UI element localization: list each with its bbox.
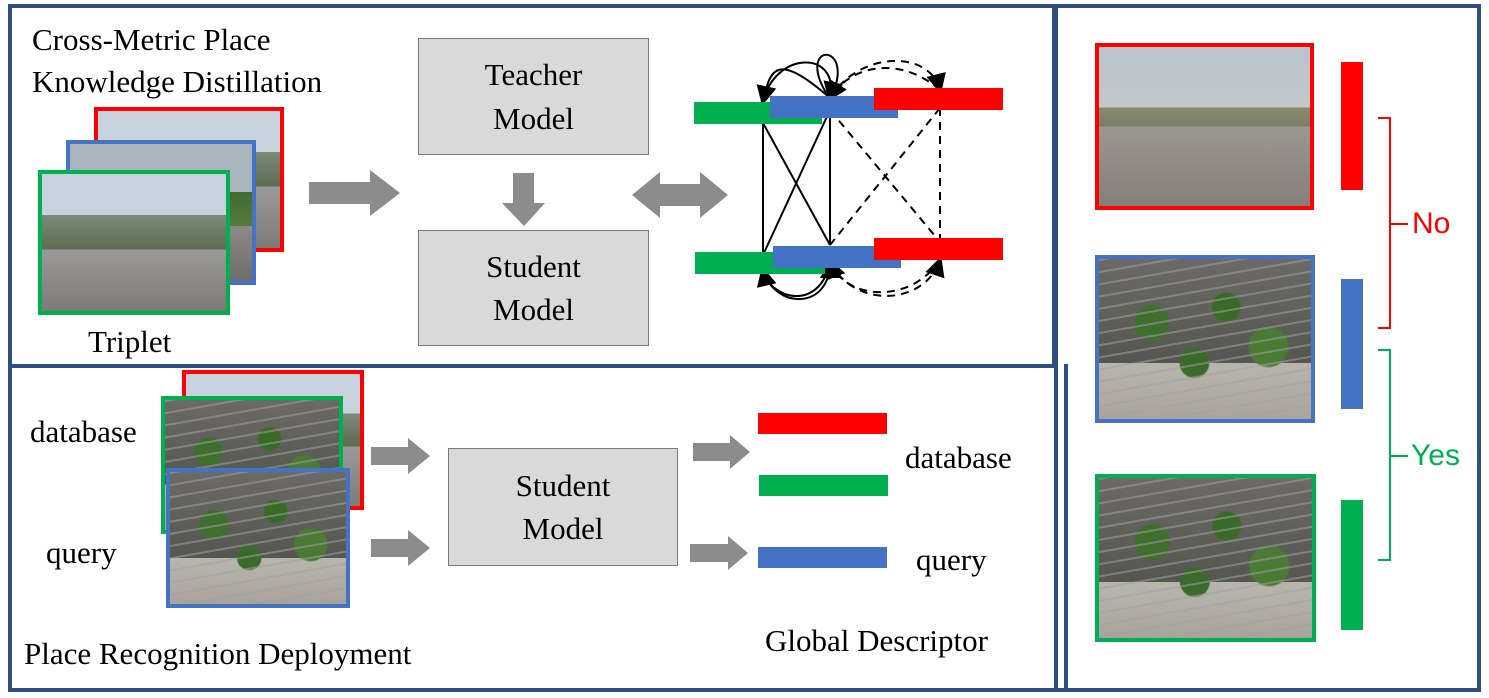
- no-label: No: [1412, 207, 1451, 240]
- comparison-brackets: [1378, 117, 1408, 561]
- deployment-arrows: [371, 435, 750, 570]
- distillation-title-line2: Knowledge Distillation: [32, 64, 323, 99]
- deployment-panel: [8, 364, 1068, 692]
- distillation-title-line1: Cross-Metric Place: [32, 22, 271, 57]
- triplet-label: Triplet: [88, 324, 172, 359]
- student-anchor-descriptor: [773, 246, 901, 268]
- database-to-student-arrow: [371, 438, 430, 474]
- query-output-label: query: [916, 542, 987, 577]
- yes-label: Yes: [1411, 439, 1460, 472]
- yes-bracket: [1378, 349, 1408, 561]
- positive-wall-image: [1095, 474, 1316, 642]
- global-descriptor-label: Global Descriptor: [765, 623, 988, 658]
- database-output-label: database: [905, 440, 1012, 475]
- student-to-database-arrow: [693, 435, 750, 469]
- model-descriptor-double-arrow: [632, 172, 728, 218]
- query-input-label: query: [46, 535, 117, 570]
- comparison-panel: [1054, 4, 1481, 692]
- distillation-arrows: [309, 170, 728, 226]
- teacher-anchor-descriptor: [770, 96, 898, 118]
- anchor-vertical-descriptor: [1341, 279, 1363, 409]
- query-descriptor: [758, 547, 887, 568]
- no-bracket: [1378, 117, 1408, 329]
- student-negative-descriptor: [874, 238, 1003, 260]
- query-to-student-arrow: [371, 530, 430, 566]
- positive-vertical-descriptor: [1341, 500, 1363, 630]
- negative-highway-image: [1095, 43, 1314, 210]
- teacher-to-student-arrow: [502, 173, 545, 226]
- negative-vertical-descriptor: [1341, 62, 1363, 190]
- triplet-to-model-arrow: [309, 170, 400, 216]
- deployment-title: Place Recognition Deployment: [24, 636, 412, 671]
- cross-metric-graph: [756, 53, 946, 301]
- query-image: [166, 468, 350, 608]
- teacher-negative-descriptor: [874, 88, 1003, 110]
- database-positive-descriptor: [759, 475, 888, 496]
- anchor-wall-image: [1095, 255, 1315, 423]
- student-to-query-arrow: [690, 536, 748, 570]
- triplet-positive-image: [38, 170, 230, 315]
- database-negative-descriptor: [758, 413, 887, 434]
- database-input-label: database: [30, 414, 137, 449]
